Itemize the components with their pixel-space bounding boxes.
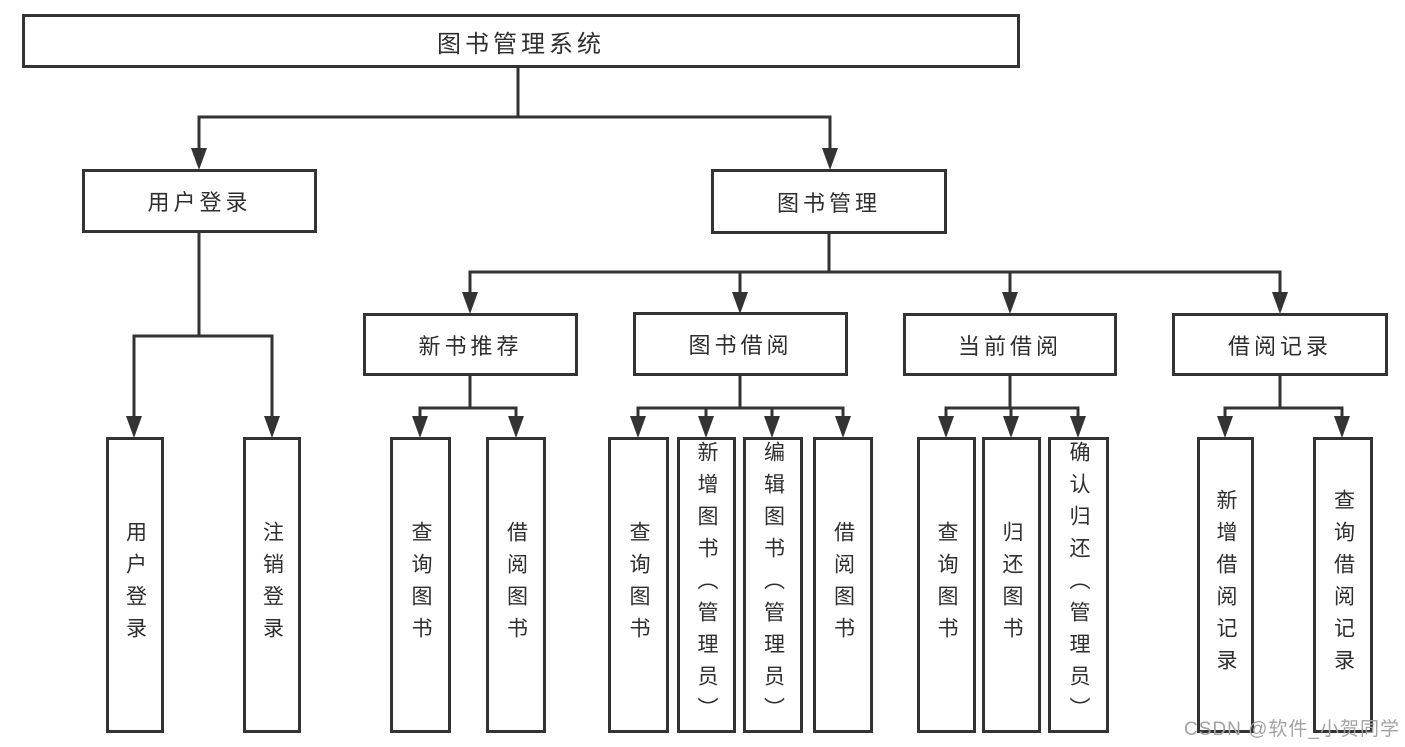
node-label: 注销登录 bbox=[260, 521, 284, 649]
leaf-current-query-books: 查询图书 bbox=[917, 437, 976, 733]
node-label: 新增图书（管理员） bbox=[695, 441, 718, 729]
node-label: 编辑图书（管理员） bbox=[761, 441, 785, 729]
node-label: 用户登录 bbox=[147, 190, 252, 215]
leaf-add-borrow-record: 新增借阅记录 bbox=[1197, 437, 1254, 733]
node-book-management: 图书管理 bbox=[711, 169, 947, 234]
node-library-system: 图书管理系统 bbox=[22, 14, 1020, 68]
arrowhead bbox=[764, 416, 780, 438]
leaf-confirm-return-admin: 确认归还（管理员） bbox=[1048, 437, 1109, 733]
arrowhead bbox=[462, 292, 478, 314]
arrowhead bbox=[1070, 416, 1086, 438]
node-label: 查询图书 bbox=[935, 521, 958, 649]
node-current-borrowing: 当前借阅 bbox=[903, 313, 1117, 376]
node-label: 查询借阅记录 bbox=[1331, 489, 1355, 681]
arrowhead bbox=[412, 416, 428, 438]
arrowhead bbox=[630, 416, 646, 438]
arrowhead bbox=[1334, 416, 1350, 438]
node-label: 当前借阅 bbox=[957, 333, 1062, 359]
arrowhead bbox=[732, 292, 748, 314]
node-label: 借阅图书 bbox=[504, 521, 528, 649]
arrowhead bbox=[835, 416, 851, 438]
leaf-query-borrow-record: 查询借阅记录 bbox=[1313, 437, 1373, 733]
arrowhead bbox=[1217, 416, 1233, 438]
node-label: 借阅记录 bbox=[1227, 333, 1332, 359]
leaf-return-books: 归还图书 bbox=[982, 437, 1041, 733]
arrowhead bbox=[698, 416, 714, 438]
csdn-watermark: CSDN @软件_小贺同学 bbox=[1184, 719, 1400, 740]
node-label: 查询图书 bbox=[627, 521, 650, 649]
leaf-edit-book-admin: 编辑图书（管理员） bbox=[743, 437, 803, 733]
node-label: 图书借阅 bbox=[688, 333, 793, 358]
node-label: 图书管理系统 bbox=[437, 30, 605, 58]
arrowhead bbox=[126, 416, 142, 438]
node-new-book-recommendation: 新书推荐 bbox=[363, 313, 578, 376]
node-label: 确认归还（管理员） bbox=[1067, 441, 1090, 729]
node-label: 归还图书 bbox=[1000, 521, 1023, 649]
node-user-login: 用户登录 bbox=[82, 169, 317, 233]
node-book-borrowing: 图书借阅 bbox=[633, 312, 848, 376]
node-borrowing-records: 借阅记录 bbox=[1172, 313, 1388, 376]
arrowhead bbox=[1002, 292, 1018, 314]
leaf-logout-login: 注销登录 bbox=[243, 437, 301, 733]
arrowhead bbox=[822, 148, 838, 170]
node-label: 用户登录 bbox=[123, 521, 147, 649]
arrowhead bbox=[1003, 416, 1019, 438]
node-label: 图书管理 bbox=[776, 190, 881, 216]
leaf-borrow-query-books: 查询图书 bbox=[608, 437, 669, 733]
leaf-recommend-borrow-books: 借阅图书 bbox=[486, 437, 546, 733]
arrowhead bbox=[264, 416, 280, 438]
node-label: 新书推荐 bbox=[418, 333, 523, 359]
node-label: 借阅图书 bbox=[831, 521, 855, 649]
node-label: 查询图书 bbox=[409, 521, 432, 649]
leaf-add-book-admin: 新增图书（管理员） bbox=[677, 437, 736, 733]
leaf-user-login: 用户登录 bbox=[106, 437, 164, 733]
arrowhead bbox=[1272, 292, 1288, 314]
leaf-borrow-books: 借阅图书 bbox=[813, 437, 873, 733]
leaf-recommend-query-books: 查询图书 bbox=[390, 437, 451, 733]
arrowhead bbox=[508, 416, 524, 438]
arrowhead bbox=[938, 416, 954, 438]
node-label: 新增借阅记录 bbox=[1214, 489, 1237, 681]
arrowhead bbox=[191, 148, 207, 170]
